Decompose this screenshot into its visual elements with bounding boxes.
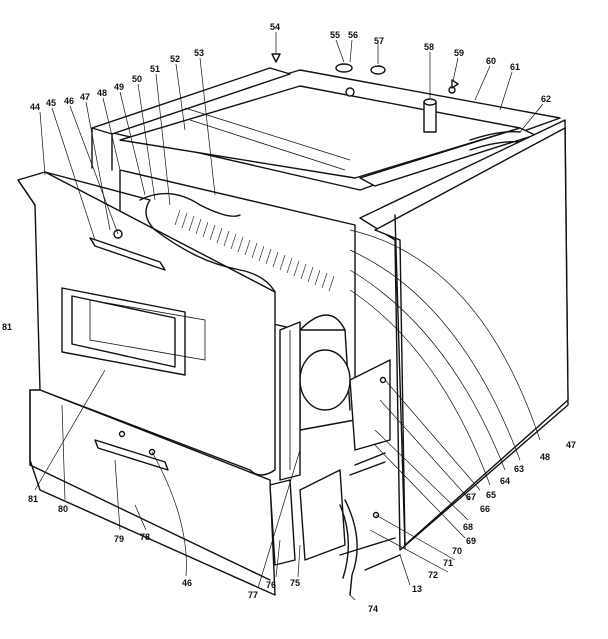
callout-53: 53 xyxy=(194,48,204,58)
callout-66: 66 xyxy=(480,504,490,514)
callout-81-left: 81 xyxy=(2,322,12,332)
callout-46-top: 46 xyxy=(64,96,74,106)
callout-48-top: 48 xyxy=(97,88,107,98)
hinge-brackets xyxy=(269,321,401,596)
callout-80: 80 xyxy=(58,504,68,514)
callout-58: 58 xyxy=(424,42,434,52)
callout-61: 61 xyxy=(510,62,520,72)
callout-59: 59 xyxy=(454,48,464,58)
arrow-marker-icon xyxy=(451,79,459,89)
callout-70: 70 xyxy=(452,546,462,556)
callout-46-bottom: 46 xyxy=(182,578,192,588)
leader-lines xyxy=(34,32,544,601)
callout-69: 69 xyxy=(466,536,476,546)
callout-65: 65 xyxy=(486,490,496,500)
callout-72: 72 xyxy=(428,570,438,580)
callout-55: 55 xyxy=(330,30,340,40)
callout-67: 67 xyxy=(466,492,476,502)
right-side-panel xyxy=(359,119,569,551)
callout-47-right: 47 xyxy=(566,440,576,450)
callout-54: 54 xyxy=(270,22,280,32)
callout-45: 45 xyxy=(46,98,56,108)
callout-57: 57 xyxy=(374,36,384,46)
drawer-front xyxy=(17,171,276,476)
callout-47-top: 47 xyxy=(80,92,90,102)
kick-panel xyxy=(29,389,276,596)
callout-49: 49 xyxy=(114,82,124,92)
callout-77: 77 xyxy=(248,590,258,600)
top-frame xyxy=(91,63,561,191)
callout-71: 71 xyxy=(443,558,453,568)
callout-75: 75 xyxy=(290,578,300,588)
callout-60: 60 xyxy=(486,56,496,66)
rack-hatching xyxy=(174,209,335,292)
callout-50: 50 xyxy=(132,74,142,84)
callout-62: 62 xyxy=(541,94,551,104)
callout-51: 51 xyxy=(150,64,160,74)
arrow-marker-icon xyxy=(271,53,281,63)
callout-79: 79 xyxy=(114,534,124,544)
callout-labels: 54 55 56 57 58 59 60 61 62 53 52 51 50 4… xyxy=(2,22,576,614)
callout-68: 68 xyxy=(463,522,473,532)
callout-64: 64 xyxy=(500,476,510,486)
callout-44: 44 xyxy=(30,102,40,112)
callout-13: 13 xyxy=(412,584,422,594)
callout-48-right: 48 xyxy=(540,452,550,462)
callout-56: 56 xyxy=(348,30,358,40)
callout-81-bottom: 81 xyxy=(28,494,38,504)
callout-74: 74 xyxy=(368,604,378,614)
callout-78: 78 xyxy=(140,532,150,542)
callout-63: 63 xyxy=(514,464,524,474)
callout-76: 76 xyxy=(266,580,276,590)
callout-52: 52 xyxy=(170,54,180,64)
